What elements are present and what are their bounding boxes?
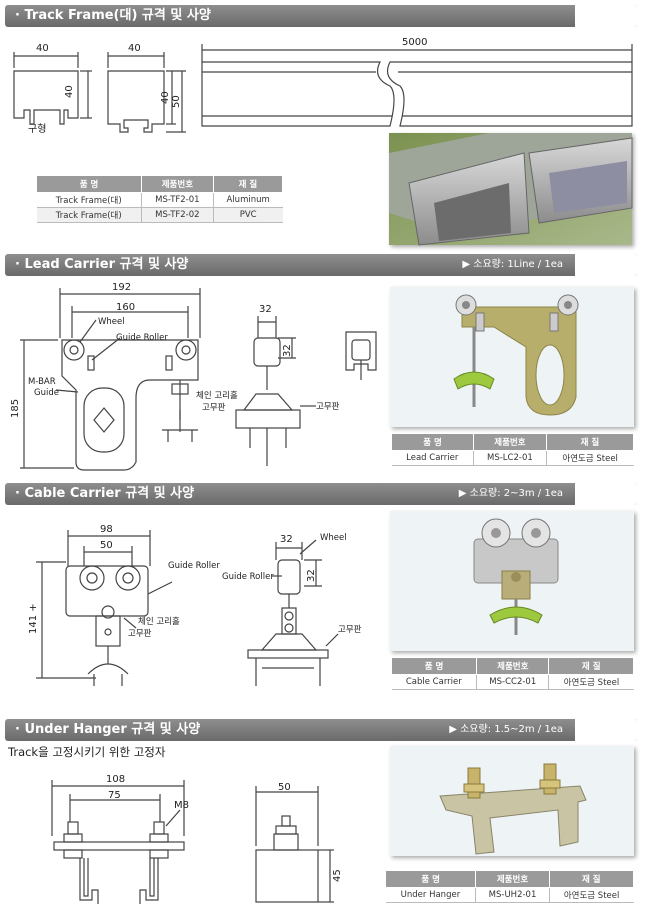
table-row: Cable Carrier MS-CC2-01 아연도금 Steel [391, 674, 634, 690]
label-chain-ring: 체인 고리홀 [196, 390, 238, 401]
table-cell: MS-LC2-01 [473, 450, 547, 466]
dim-side-w: 32 [259, 304, 272, 315]
label-guide-roller-2: Guide Roller [222, 572, 274, 582]
table-header: 재 질 [548, 657, 634, 675]
cable-carrier-table: 품 명 제품번호 재 질 Cable Carrier MS-CC2-01 아연도… [390, 657, 634, 690]
table-cell: Aluminum [212, 192, 283, 208]
section-title-text: · Lead Carrier 규격 및 사양 [15, 257, 189, 272]
label-rubber: 고무판 [128, 629, 152, 639]
track-frame-photo [389, 133, 633, 246]
table-row: Track Frame(대) MS-TF2-01 Aluminum [36, 192, 283, 208]
dim-width: 50 [278, 782, 291, 793]
dim-h2b: 50 [171, 95, 182, 108]
cable-carrier-drawing: 98 50 141 + Guide Roller 체인 고리홀 고무판 32 3… [28, 524, 362, 686]
track-frame-drawing: 40 40 구형 40 40 50 5000 [13, 37, 633, 135]
dim-w1: 40 [36, 43, 49, 54]
section-title-text: · Cable Carrier 규격 및 사양 [15, 486, 195, 501]
dim-outer: 192 [112, 282, 131, 293]
section-title-text: · Under Hanger 규격 및 사양 [15, 722, 201, 737]
table-cell: MS-TF2-01 [140, 192, 214, 208]
table-cell: Cable Carrier [391, 674, 477, 690]
section-title-under-hanger: · Under Hanger 규격 및 사양 ▶ 소요량: 1.5~2m / 1… [5, 719, 637, 741]
table-header: 제품번호 [476, 657, 550, 675]
under-hanger-table: 품 명 제품번호 재 질 Under Hanger MS-UH2-01 아연도금… [384, 870, 635, 903]
shape-label: 구형 [28, 123, 46, 135]
quantity-note: ▶ 소요량: 2~3m / 1ea [458, 488, 563, 499]
dim-height: 141 + [28, 603, 39, 634]
label-chain-ring: 체인 고리홀 [138, 616, 180, 627]
dim-length: 5000 [402, 37, 427, 48]
lead-carrier-table: 품 명 제품번호 재 질 Lead Carrier MS-LC2-01 아연도금… [390, 433, 635, 466]
table-header: 재 질 [548, 870, 635, 888]
track-frame-table: 품 명 제품번호 재 질 Track Frame(대) MS-TF2-01 Al… [36, 175, 284, 223]
label-wheel: Wheel [98, 317, 125, 327]
dim-side-w: 32 [280, 534, 293, 545]
lead-carrier-photo [390, 287, 634, 427]
label-mbar: M-BAR [28, 377, 56, 387]
dim-inner: 160 [116, 302, 135, 313]
table-header: 재 질 [212, 175, 284, 193]
table-header: 제품번호 [140, 175, 214, 193]
dim-side-h: 32 [306, 569, 317, 582]
table-cell: 아연도금 Steel [548, 674, 634, 690]
label-rubber: 고무판 [338, 625, 362, 635]
label-guide: Guide [34, 388, 59, 398]
table-cell: Under Hanger [385, 887, 476, 903]
dim-bolt: M8 [174, 800, 189, 811]
label-guide-roller: Guide Roller [116, 333, 168, 343]
table-header: 품 명 [390, 657, 478, 675]
dim-height: 185 [10, 399, 21, 418]
section-title-lead-carrier: · Lead Carrier 규격 및 사양 ▶ 소요량: 1Line / 1e… [5, 254, 637, 276]
table-header: 제품번호 [475, 870, 550, 888]
under-hanger-description: Track을 고정시키기 위한 고정자 [8, 745, 166, 759]
quantity-note: ▶ 소요량: 1Line / 1ea [462, 259, 563, 270]
table-row: Under Hanger MS-UH2-01 아연도금 Steel [385, 887, 634, 903]
dim-side-h: 32 [282, 344, 293, 357]
dim-height: 45 [332, 869, 343, 882]
label-wheel: Wheel [320, 533, 347, 543]
table-cell: Track Frame(대) [36, 207, 142, 223]
under-hanger-photo [390, 746, 634, 856]
table-cell: PVC [212, 207, 283, 223]
table-row: Track Frame(대) MS-TF2-02 PVC [36, 207, 283, 223]
dim-outer: 108 [106, 774, 125, 785]
dim-inner: 75 [108, 790, 121, 801]
dim-outer: 98 [100, 524, 113, 535]
table-header: 제품번호 [473, 433, 547, 451]
table-cell: MS-UH2-01 [475, 887, 550, 903]
section-title-track-frame: · Track Frame(대) 규격 및 사양 [5, 5, 637, 27]
table-header: 품 명 [36, 175, 142, 193]
under-hanger-drawing: 108 75 M8 50 45 [51, 774, 343, 904]
quantity-note: ▶ 소요량: 1.5~2m / 1ea [449, 724, 563, 735]
dim-h1: 40 [64, 85, 75, 98]
lead-carrier-drawing: 192 160 185 Wheel Guide Roller M-BAR Gui… [10, 282, 377, 471]
label-rubber: 고무판 [316, 402, 340, 412]
table-header: 재 질 [545, 433, 635, 451]
label-rubber: 고무판 [202, 403, 226, 413]
table-header: 품 명 [390, 433, 475, 451]
dim-inner: 50 [100, 540, 113, 551]
table-cell: Lead Carrier [391, 450, 474, 466]
section-title-text: · Track Frame(대) 규격 및 사양 [15, 8, 211, 23]
label-guide-roller: Guide Roller [168, 561, 220, 571]
cable-carrier-photo [390, 511, 634, 651]
table-cell: MS-TF2-02 [140, 207, 214, 223]
table-cell: 아연도금 Steel [545, 450, 634, 466]
section-title-cable-carrier: · Cable Carrier 규격 및 사양 ▶ 소요량: 2~3m / 1e… [5, 483, 637, 505]
table-cell: MS-CC2-01 [476, 674, 549, 690]
table-row: Lead Carrier MS-LC2-01 아연도금 Steel [391, 450, 634, 466]
dim-h2a: 40 [160, 91, 171, 104]
table-cell: 아연도금 Steel [548, 887, 634, 903]
table-cell: Track Frame(대) [36, 192, 142, 208]
table-header: 품 명 [384, 870, 477, 888]
dim-w2: 40 [128, 43, 141, 54]
